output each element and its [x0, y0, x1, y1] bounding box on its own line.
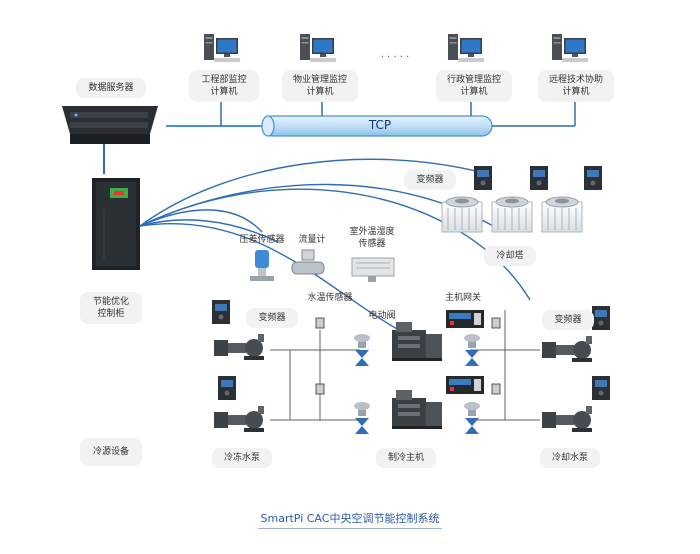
vfd-cooling-icon	[592, 306, 610, 330]
cooling-pump-label: 冷却水泵	[540, 448, 600, 468]
chiller-gateway-icon-2	[446, 376, 484, 394]
chiller-label: 制冷主机	[376, 448, 436, 468]
chilled-pump-icon	[214, 334, 264, 360]
chiller-icon-2	[392, 390, 442, 429]
pressure-sensor-label: 压差传感器	[239, 235, 285, 245]
cold-source-label: 冷源设备	[80, 438, 142, 466]
cooling-tower-label: 冷却塔	[484, 246, 536, 266]
control-cabinet-label: 节能优化 控制柜	[80, 292, 142, 324]
workstation-remote-icon	[552, 34, 588, 62]
workstation-engineering-label: 工程部监控 计算机	[189, 70, 259, 102]
cooling-pump-icon-2	[542, 406, 592, 432]
vfd-tower-icon	[474, 166, 492, 190]
tcp-label: TCP	[368, 118, 392, 132]
water-temp-sensor-icon	[315, 317, 501, 395]
flow-meter-label: 流量计	[298, 235, 326, 245]
workstation-property-icon	[300, 34, 336, 62]
chilled-pump-icon-2	[214, 406, 264, 432]
chiller-gateway-icon	[446, 310, 484, 328]
motorized-valve-icon-3	[464, 334, 480, 366]
diagram-title: SmartPi CAC中央空调节能控制系统	[260, 512, 440, 525]
workstation-admin-label: 行政管理监控 计算机	[436, 70, 512, 102]
chiller-gateway-label: 主机网关	[444, 293, 481, 303]
pressure-sensor-icon	[250, 250, 274, 281]
motorized-valve-icon-4	[464, 402, 480, 434]
vfd-tower-icon-3	[584, 166, 602, 190]
data-server-icon	[62, 106, 158, 144]
flow-meter-icon	[291, 249, 325, 275]
outdoor-sensor-label: 室外温湿度 传感器	[349, 227, 395, 249]
vfd-tower-label: 变频器	[404, 170, 456, 190]
chiller-icon	[392, 322, 442, 361]
workstation-engineering-icon	[204, 34, 240, 62]
vfd-cooling-label: 变频器	[542, 310, 594, 330]
workstation-links	[220, 100, 576, 127]
cooling-tower-icon	[441, 196, 583, 233]
vfd-tower-icon-2	[530, 166, 548, 190]
motorized-valve-icon-2	[354, 402, 370, 434]
vfd-cooling-icon-2	[592, 376, 610, 400]
vfd-chilled-icon	[212, 300, 230, 324]
control-links	[139, 158, 531, 337]
control-cabinet-icon	[92, 178, 140, 270]
tcp-network-bus	[166, 115, 493, 137]
vfd-chilled-icon-2	[218, 376, 236, 400]
workstation-remote-label: 远程技术协助 计算机	[538, 70, 614, 102]
data-server-label: 数据服务器	[76, 78, 146, 98]
title-underline	[258, 528, 442, 529]
outdoor-sensor-icon	[351, 257, 395, 282]
workstation-admin-icon	[448, 34, 484, 62]
motorized-valve-icon	[354, 334, 370, 366]
cooling-pump-icon	[542, 336, 592, 362]
motorized-valve-label: 电动阀	[368, 311, 396, 321]
water-pipes	[270, 310, 540, 421]
workstation-property-label: 物业管理监控 计算机	[282, 70, 358, 102]
water-temp-sensor-label: 水温传感器	[307, 293, 353, 303]
workstation-ellipsis: · · · · ·	[380, 52, 410, 63]
vfd-chilled-label: 变频器	[246, 308, 298, 328]
chilled-pump-label: 冷冻水泵	[212, 448, 272, 468]
